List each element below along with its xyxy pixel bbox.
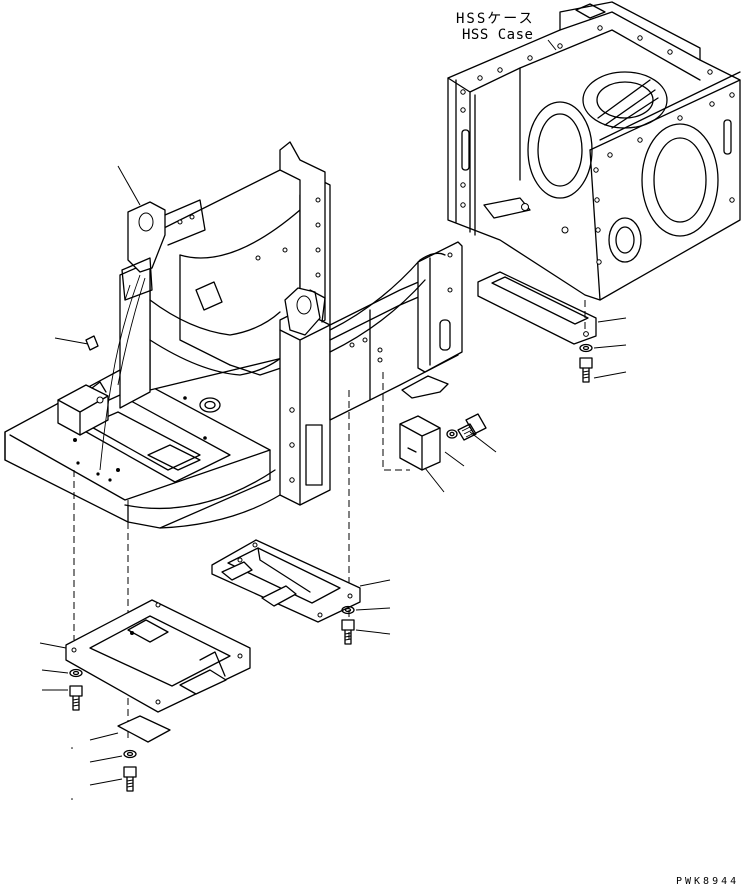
side-washer (446, 429, 458, 439)
main-frame (4, 141, 463, 529)
lower-bolt (69, 685, 83, 711)
middle-bolt (341, 619, 355, 645)
hss-case-bolt-holes (460, 25, 735, 265)
hss-case-label-jp: HSSケース (456, 11, 535, 27)
hss-case-label-en: HSS Case (462, 27, 534, 43)
leader-lines (39, 39, 627, 786)
hss-mount-plate (477, 271, 597, 345)
middle-washer (341, 605, 355, 615)
small-bolt (123, 766, 137, 792)
lower-washer (69, 668, 83, 678)
lower-cover-plate (65, 599, 251, 713)
side-bracket (399, 415, 441, 471)
small-washer (123, 749, 137, 759)
side-bolt (457, 413, 487, 441)
hss-washer (579, 343, 593, 353)
small-cover (117, 715, 171, 743)
alignment-line-1 (382, 372, 410, 471)
hss-case (447, 1, 741, 301)
middle-cover-plate (211, 539, 361, 623)
hss-bolt (579, 357, 593, 383)
drawing-code: PWK8944 (676, 876, 740, 887)
